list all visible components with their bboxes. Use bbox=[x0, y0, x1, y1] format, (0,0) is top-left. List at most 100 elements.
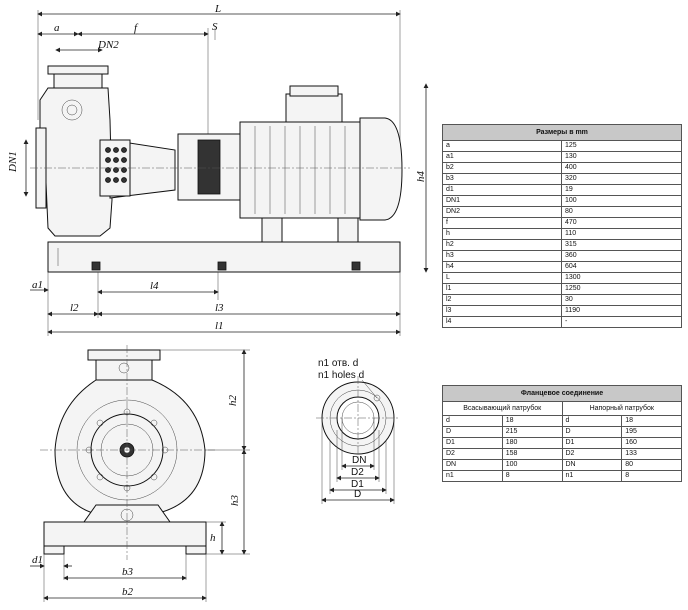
param-value: - bbox=[561, 316, 682, 328]
motor-fins bbox=[254, 126, 346, 214]
flange-param-name: DN bbox=[561, 459, 623, 471]
param-name: h2 bbox=[442, 239, 562, 251]
param-value: 30 bbox=[561, 294, 682, 306]
dim-h3: h3 bbox=[229, 495, 241, 507]
param-name: l3 bbox=[442, 305, 562, 317]
flange-param-name: DN bbox=[442, 459, 503, 471]
flange-param-name: D2 bbox=[561, 448, 623, 460]
dim-a: a bbox=[54, 22, 60, 34]
flange-param-value: 18 bbox=[501, 415, 563, 427]
flange-param-name: D2 bbox=[442, 448, 503, 460]
param-name: a bbox=[442, 140, 562, 152]
flange-param-name: D1 bbox=[561, 437, 623, 449]
flange-param-value: 80 bbox=[621, 459, 682, 471]
dim-D2: D2 bbox=[351, 467, 364, 478]
front-view: h2 h3 h d1 b3 b2 bbox=[30, 345, 250, 602]
dim-dn2: DN2 bbox=[97, 39, 119, 51]
dim-l1: l1 bbox=[215, 320, 224, 332]
flange-param-value: 8 bbox=[501, 470, 563, 482]
param-value: 125 bbox=[561, 140, 682, 152]
param-name: b2 bbox=[442, 162, 562, 174]
param-name: l4 bbox=[442, 316, 562, 328]
dim-s: S bbox=[212, 21, 218, 33]
flange-param-name: n1 bbox=[561, 470, 623, 482]
flange-param-value: 100 bbox=[501, 459, 563, 471]
flange-param-name: n1 bbox=[442, 470, 503, 482]
suction-title: Всасывающий патрубок bbox=[442, 401, 563, 416]
param-value: 19 bbox=[561, 184, 682, 196]
flange-param-value: 160 bbox=[621, 437, 682, 449]
dim-b3: b3 bbox=[122, 566, 134, 578]
param-value: 470 bbox=[561, 217, 682, 229]
dim-h4: h4 bbox=[415, 171, 427, 183]
flange-table-title: Фланцевое соединение bbox=[442, 385, 682, 402]
dim-f: f bbox=[134, 22, 139, 34]
dim-D1: D1 bbox=[351, 479, 364, 490]
param-name: d1 bbox=[442, 184, 562, 196]
param-value: 315 bbox=[561, 239, 682, 251]
param-name: DN1 bbox=[442, 195, 562, 207]
param-value: 110 bbox=[561, 228, 682, 240]
param-name: DN2 bbox=[442, 206, 562, 218]
dim-l3: l3 bbox=[215, 302, 224, 314]
param-value: 80 bbox=[561, 206, 682, 218]
dim-dn1: DN1 bbox=[7, 151, 19, 173]
param-value: 360 bbox=[561, 250, 682, 262]
param-value: 1190 bbox=[561, 305, 682, 317]
flange-param-value: 215 bbox=[501, 426, 563, 438]
param-name: a1 bbox=[442, 151, 562, 163]
flange-param-name: d bbox=[561, 415, 623, 427]
flange-param-value: 158 bbox=[501, 448, 563, 460]
dim-a1: a1 bbox=[32, 279, 43, 291]
dim-L: L bbox=[214, 3, 221, 15]
bracket-vent-holes bbox=[105, 147, 127, 183]
dim-D: D bbox=[354, 489, 361, 500]
param-name: h4 bbox=[442, 261, 562, 273]
param-value: 100 bbox=[561, 195, 682, 207]
param-value: 1250 bbox=[561, 283, 682, 295]
dim-l2: l2 bbox=[70, 302, 79, 314]
holes-label-ru: n1 отв. d bbox=[318, 358, 358, 369]
sizes-table-title: Размеры в mm bbox=[442, 124, 682, 141]
param-value: 320 bbox=[561, 173, 682, 185]
param-name: l1 bbox=[442, 283, 562, 295]
dim-b2: b2 bbox=[122, 586, 134, 598]
flange-table: Фланцевое соединение Всасывающий патрубо… bbox=[442, 385, 682, 482]
flange-param-value: 195 bbox=[621, 426, 682, 438]
flange-param-value: 18 bbox=[621, 415, 682, 427]
dim-h: h bbox=[210, 532, 216, 544]
param-name: h3 bbox=[442, 250, 562, 262]
param-name: l2 bbox=[442, 294, 562, 306]
dim-h2: h2 bbox=[227, 395, 239, 407]
param-value: 604 bbox=[561, 261, 682, 273]
table-row: l4- bbox=[442, 316, 682, 328]
dim-dn: DN bbox=[352, 455, 366, 466]
param-name: b3 bbox=[442, 173, 562, 185]
flange-param-value: 8 bbox=[621, 470, 682, 482]
flange-param-value: 133 bbox=[621, 448, 682, 460]
dim-d1: d1 bbox=[32, 554, 43, 566]
param-name: h bbox=[442, 228, 562, 240]
